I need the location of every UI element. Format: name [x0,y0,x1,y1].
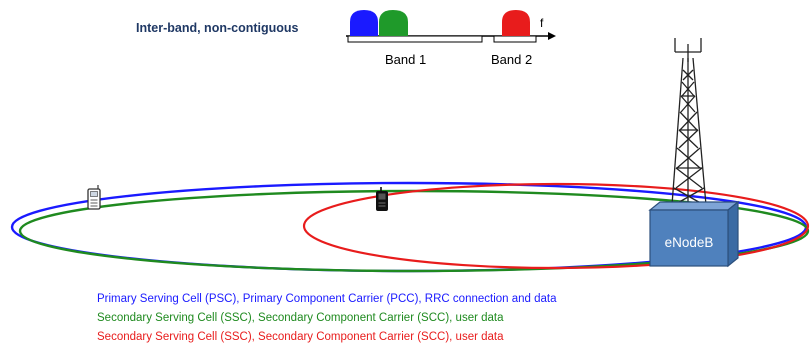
diagram-title: Inter-band, non-contiguous [136,21,299,35]
red-carrier-icon [502,10,530,36]
legend: Primary Serving Cell (PSC), Primary Comp… [97,290,557,347]
enodeb-label: eNodeB [665,235,714,250]
legend-item-pcc: Primary Serving Cell (PSC), Primary Comp… [97,293,557,305]
handset-center-icon [376,187,388,211]
legend-item-scc-green: Secondary Serving Cell (SSC), Secondary … [97,312,504,324]
handset-left-icon [87,185,101,210]
enodeb-box [648,200,740,268]
green-carrier-icon [379,10,408,36]
scc-red-coverage-ellipse [302,182,810,270]
frequency-symbol: f [540,16,544,30]
legend-item-scc-red: Secondary Serving Cell (SSC), Secondary … [97,331,504,343]
blue-carrier-icon [350,10,378,36]
band-2-label: Band 2 [491,52,533,67]
band-1-label: Band 1 [385,52,427,67]
tower-icon [671,38,707,206]
